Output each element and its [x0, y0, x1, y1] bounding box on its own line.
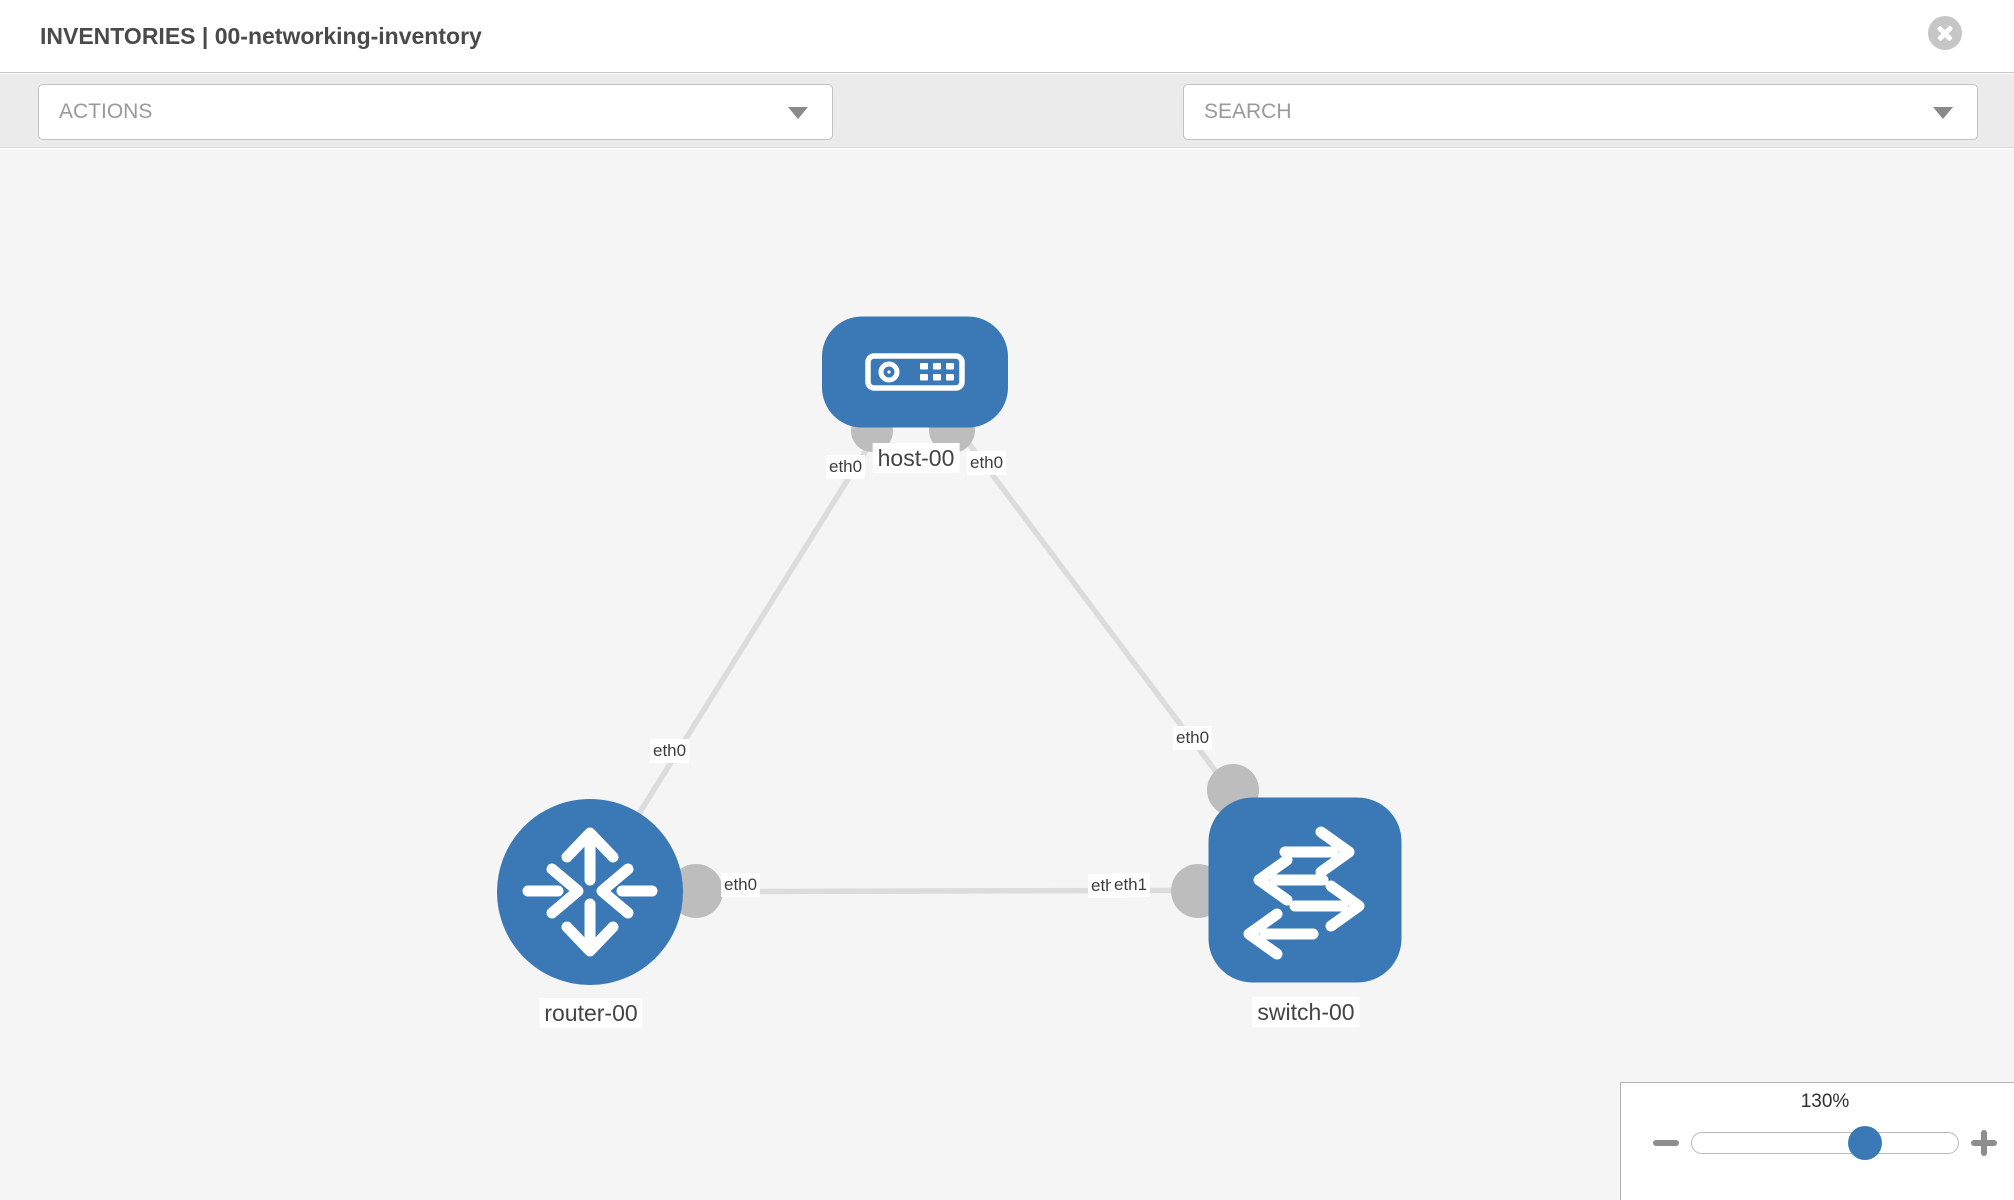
toolbar: ACTIONS SEARCH: [0, 74, 2014, 200]
zoom-in-button[interactable]: [1967, 1127, 2001, 1159]
minus-icon: [1653, 1140, 1679, 1146]
actions-dropdown-label: ACTIONS: [59, 100, 153, 123]
chevron-down-icon: [788, 107, 808, 119]
page-header: INVENTORIES | 00-networking-inventory: [0, 0, 2014, 73]
node-router-00[interactable]: [497, 799, 683, 985]
zoom-slider-handle[interactable]: [1847, 1126, 1882, 1160]
zoom-value: 130%: [1800, 1091, 1850, 1112]
actions-dropdown[interactable]: ACTIONS: [38, 84, 833, 140]
chevron-down-icon: [1933, 107, 1953, 119]
zoom-panel: 130%: [1620, 1082, 2014, 1200]
connector-dot: [669, 864, 723, 918]
zoom-slider[interactable]: [1691, 1126, 1959, 1160]
search-dropdown[interactable]: SEARCH: [1183, 84, 1978, 140]
topology-svg: [497, 316, 1402, 985]
node-host-00[interactable]: [822, 316, 1008, 428]
node-switch-00[interactable]: [1208, 797, 1402, 983]
router-icon: [522, 827, 658, 957]
host-icon: [865, 353, 965, 391]
page-title: INVENTORIES | 00-networking-inventory: [40, 23, 482, 49]
close-button[interactable]: [1928, 16, 1962, 50]
search-dropdown-label: SEARCH: [1204, 100, 1292, 123]
switch-icon: [1243, 826, 1365, 960]
zoom-out-button[interactable]: [1649, 1127, 1683, 1159]
